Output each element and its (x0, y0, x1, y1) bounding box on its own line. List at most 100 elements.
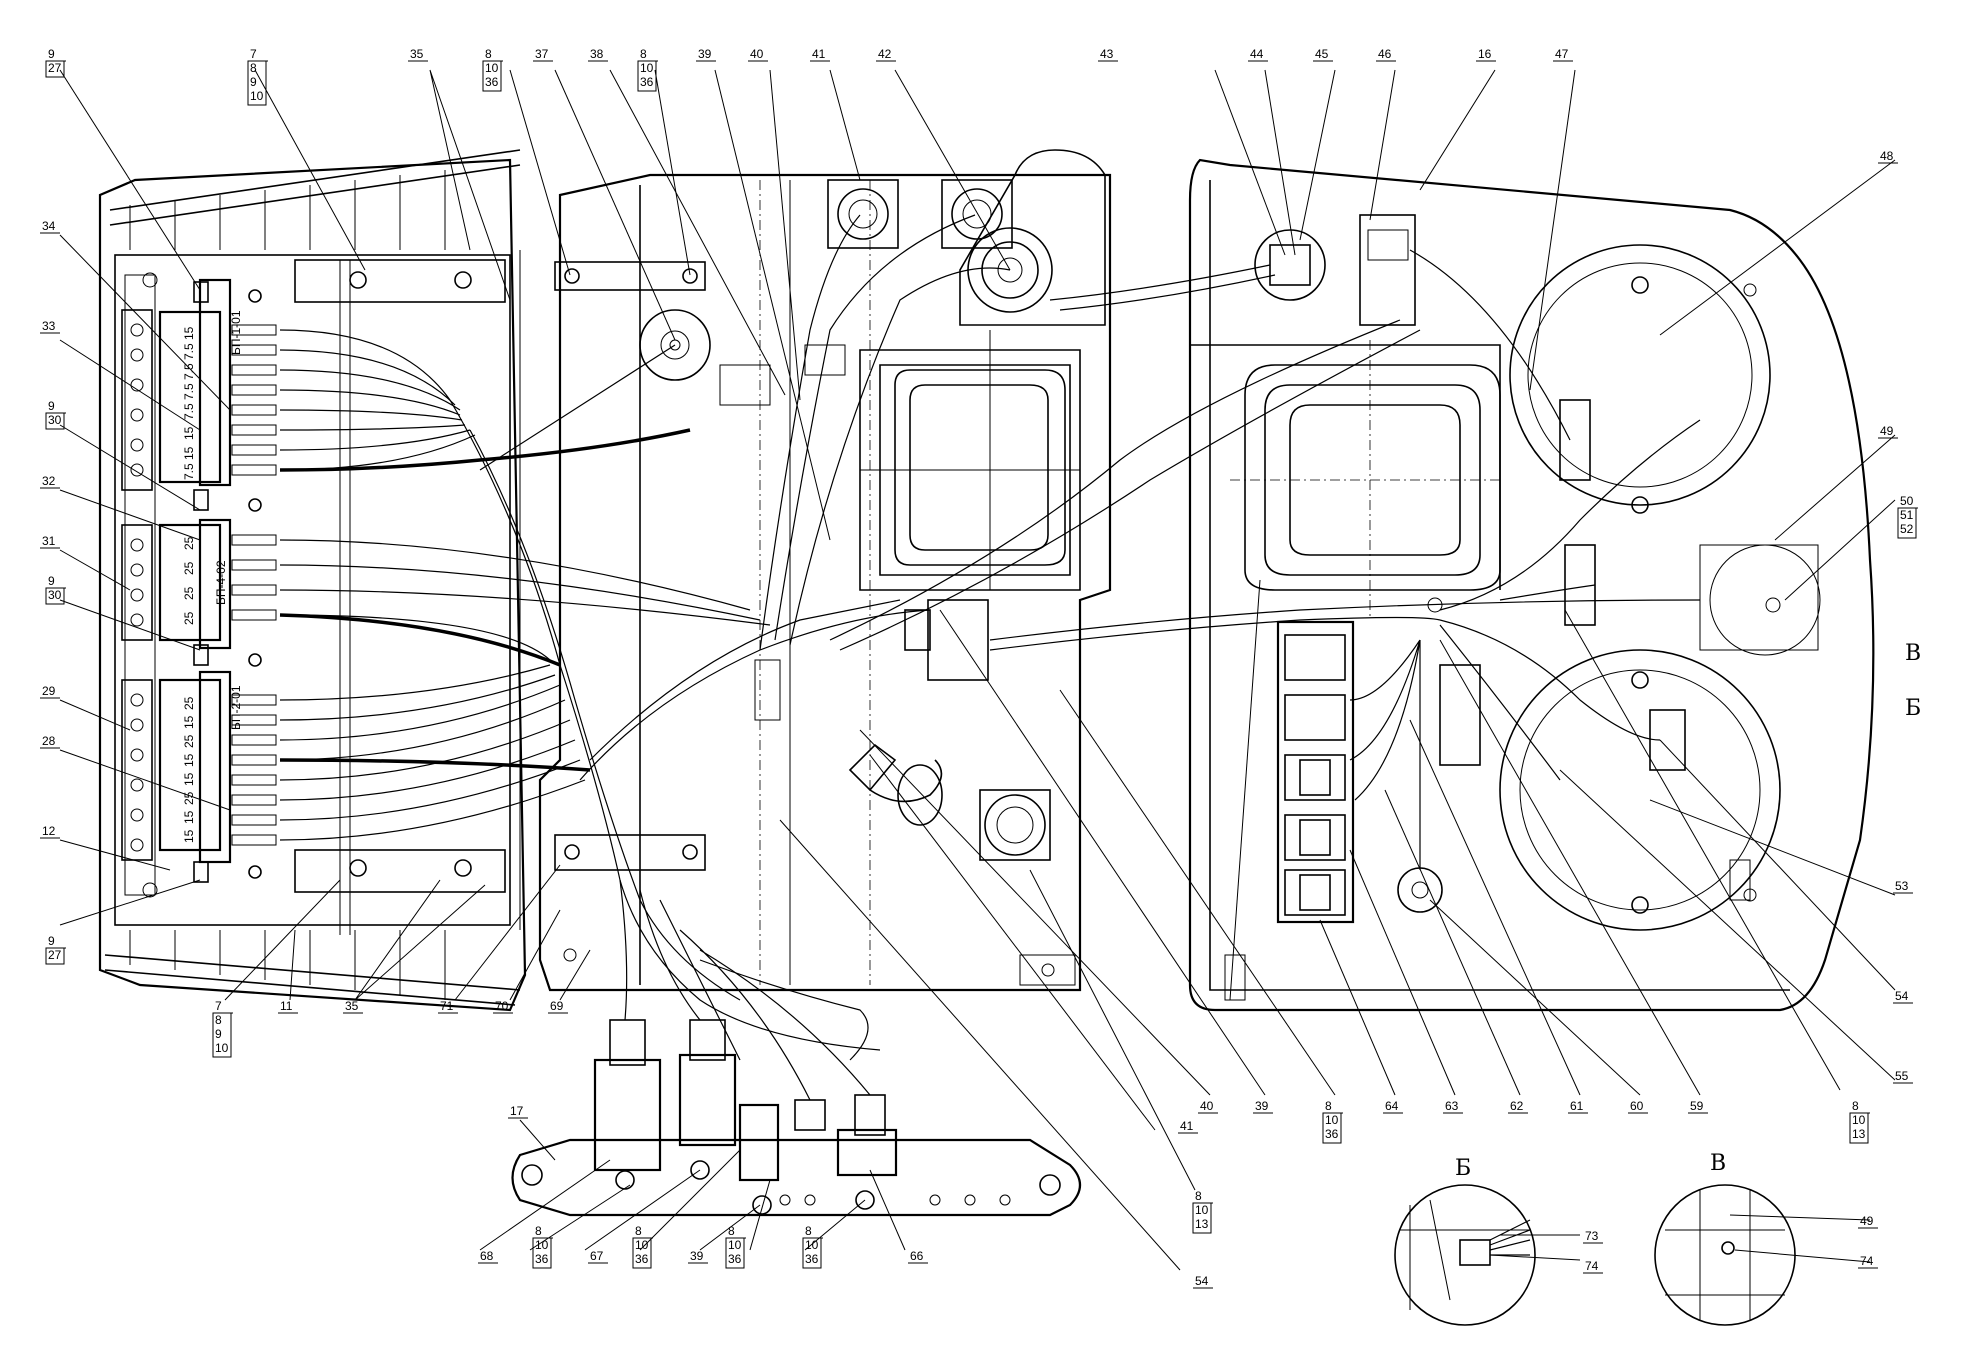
block-label-bp1: БП-1-01 (229, 310, 243, 355)
callout-c74a: 74 (1583, 1259, 1603, 1274)
callout-number: 10 (728, 1238, 742, 1252)
callout-c71: 71 (438, 999, 458, 1014)
callout-number: 40 (750, 47, 764, 61)
callout-number: 34 (42, 219, 56, 233)
callout-number: 50 (1900, 494, 1914, 508)
callout-c74b: 74 (1858, 1254, 1878, 1269)
callout-number: 49 (1880, 424, 1894, 438)
callout-box (482, 60, 502, 92)
fuse-rating: 7.5 (182, 463, 196, 480)
callout-number: 51 (1900, 508, 1914, 522)
callout-number: 74 (1860, 1254, 1874, 1268)
callout-box (1897, 507, 1917, 539)
fuse-rating: 25 (182, 734, 196, 748)
callout-box (632, 1237, 652, 1269)
callout-number: 45 (1315, 47, 1329, 61)
callout-box (1322, 1112, 1342, 1144)
callout-number: 54 (1895, 989, 1909, 1003)
fuse-rating: 15 (182, 772, 196, 786)
callout-number: 73 (1585, 1229, 1599, 1243)
fuse-rating: 15 (182, 753, 196, 767)
detail-title-b: Б (1455, 1156, 1471, 1181)
callout-number: 66 (910, 1249, 924, 1263)
fuse-rating: 25 (182, 611, 196, 625)
callout-number: 12 (42, 824, 56, 838)
callout-number: 8 (640, 47, 647, 61)
callout-box (1192, 1202, 1212, 1234)
callout-number: 13 (1852, 1127, 1866, 1141)
callout-c17: 17 (508, 1104, 528, 1119)
callout-number: 35 (410, 47, 424, 61)
callout-number: 7 (215, 999, 222, 1013)
callout-number: 30 (48, 413, 62, 427)
view-letter-v: В (1905, 641, 1921, 666)
callout-number: 8 (1852, 1099, 1859, 1113)
callout-number: 40 (1200, 1099, 1214, 1113)
callout-c62: 62 (1508, 1099, 1528, 1114)
callout-c31: 31 (40, 534, 60, 549)
callout-number: 8 (215, 1013, 222, 1027)
callout-number: 11 (280, 999, 293, 1013)
callout-c46: 46 (1376, 47, 1396, 62)
callout-number: 8 (535, 1224, 542, 1238)
callout-c38: 38 (588, 47, 608, 62)
central-panel (538, 149, 1112, 992)
callout-c67: 67 (588, 1249, 608, 1264)
callout-c47: 47 (1553, 47, 1573, 62)
callout-number: 38 (590, 47, 604, 61)
callout-number: 28 (42, 734, 56, 748)
fuse-rating: 15 (182, 446, 196, 460)
view-letter-b: Б (1905, 696, 1921, 721)
callout-number: 8 (485, 47, 492, 61)
callout-c28: 28 (40, 734, 60, 749)
callout-c16: 16 (1476, 47, 1496, 62)
callout-number: 31 (42, 534, 56, 548)
fuse-rating: 7.5 (182, 343, 196, 360)
callout-c54b: 54 (1193, 1274, 1213, 1289)
callout-c53: 53 (1893, 879, 1913, 894)
callout-number: 62 (1510, 1099, 1524, 1113)
callout-number: 48 (1880, 149, 1894, 163)
callout-number: 9 (215, 1027, 222, 1041)
callout-number: 10 (805, 1238, 819, 1252)
fuse-rating: 7.5 (182, 403, 196, 420)
callout-c32: 32 (40, 474, 60, 489)
callout-number: 54 (1195, 1274, 1209, 1288)
callout-number: 10 (215, 1041, 229, 1055)
callout-box (1849, 1112, 1869, 1144)
callout-c39c: 39 (688, 1249, 708, 1264)
callout-number: 10 (1852, 1113, 1866, 1127)
callout-c68: 68 (478, 1249, 498, 1264)
callout-c34: 34 (40, 219, 60, 234)
right-housing (1188, 158, 1875, 1012)
callout-number: 49 (1860, 1214, 1874, 1228)
callout-number: 9 (48, 399, 55, 413)
callout-c35b: 35 (343, 999, 363, 1014)
callout-number: 32 (42, 474, 56, 488)
callout-c48: 48 (1878, 149, 1898, 164)
callout-number: 36 (805, 1252, 819, 1266)
callout-number: 59 (1690, 1099, 1704, 1113)
callout-c49b: 49 (1858, 1214, 1878, 1229)
detail-view-b (1394, 1184, 1536, 1326)
callout-c61: 61 (1568, 1099, 1588, 1114)
callout-number: 36 (728, 1252, 742, 1266)
callout-number: 36 (485, 75, 499, 89)
callout-number: 8 (1325, 1099, 1332, 1113)
block-label-bp2: БП-2-01 (229, 685, 243, 730)
callout-number: 10 (485, 61, 499, 75)
fuse-rating: 25 (182, 696, 196, 710)
callout-number: 37 (535, 47, 549, 61)
fuse-rating: 25 (182, 536, 196, 550)
callout-box (212, 1012, 232, 1058)
callout-c37: 37 (533, 47, 553, 62)
callout-number: 67 (590, 1249, 604, 1263)
callout-c42: 42 (876, 47, 896, 62)
